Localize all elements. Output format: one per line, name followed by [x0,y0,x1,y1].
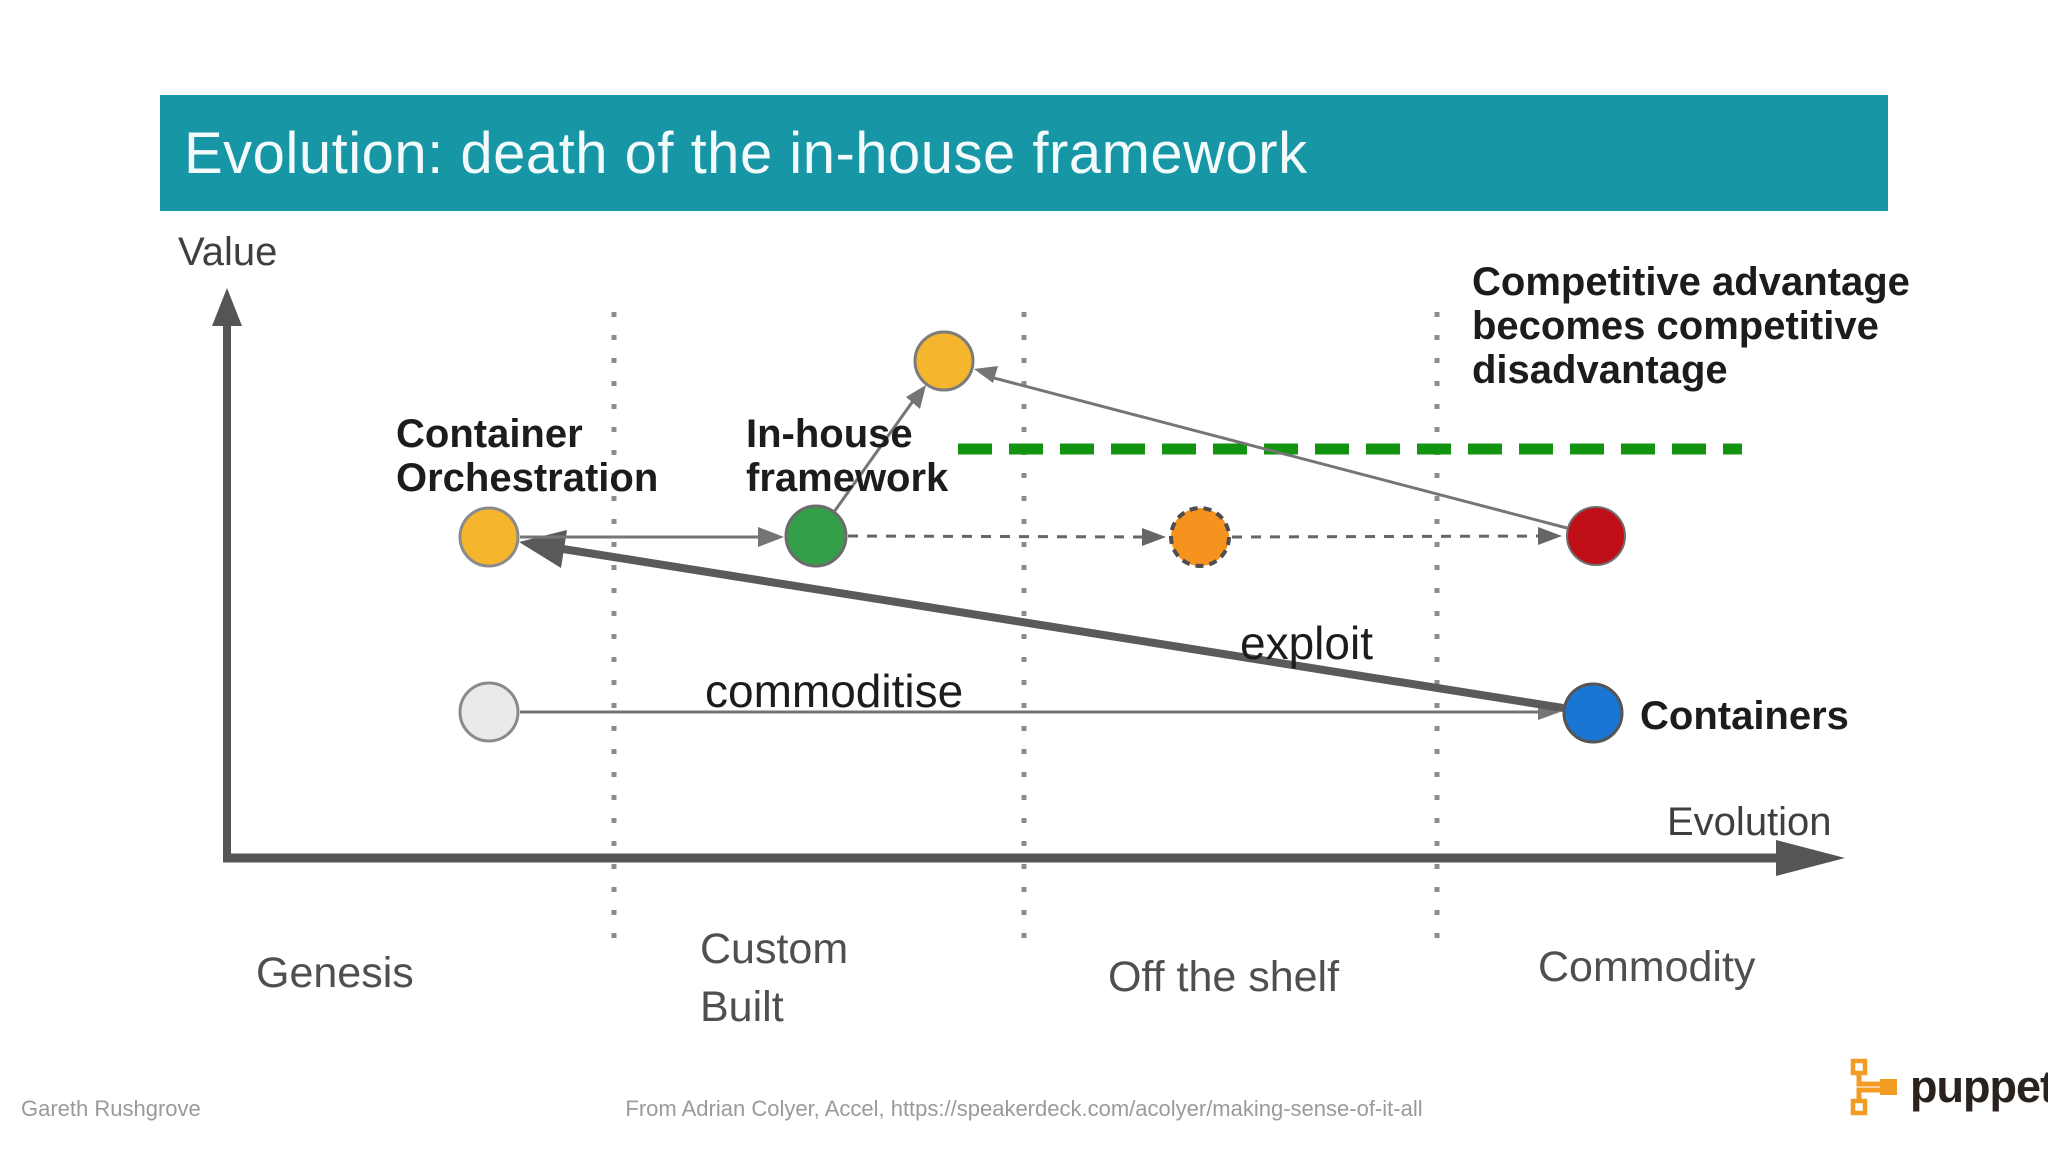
stage-label-genesis: Genesis [256,949,414,997]
node-commodity-copy [1566,506,1626,566]
y-axis-label: Value [178,230,278,274]
edge-exploit [562,545,1564,712]
flow-label-exploit: exploit [1240,617,1373,669]
flow-label-commoditise: commoditise [705,665,964,717]
stage-label-custom-built: Custom Built [700,925,849,1032]
node-genesis-start [458,681,520,743]
label-container-orchestration: Container Orchestration [396,412,659,500]
node-container-orchestration [458,506,520,568]
edge-framework-to-shelf [847,534,1153,539]
slide-title-bar: Evolution: death of the in-house framewo… [160,95,1888,211]
y-axis-arrowhead-icon [212,288,242,326]
footer-attribution: From Adrian Colyer, Accel, https://speak… [625,1096,1423,1121]
node-containers [1562,682,1624,744]
stage-label-off-the-shelf: Off the shelf [1108,953,1340,1001]
edge-exploit-arrowhead-icon [519,530,567,568]
edge-framework-to-peak [832,400,915,513]
puppet-logo-icon [1850,1058,1897,1116]
edge-co-to-framework-arrowhead-icon [758,527,784,547]
label-containers: Containers [1640,694,1849,738]
edge-framework-to-peak-arrowhead-icon [906,385,926,409]
annotation-competitive-advantage: Competitive advantage becomes competitiv… [1472,260,1910,392]
label-in-house-framework: In-house framework [746,412,949,500]
puppet-logo: puppet [1850,1058,2048,1116]
stage-label-commodity: Commodity [1538,943,1756,991]
edge-shelf-to-commodity-arrowhead-icon [1538,527,1562,545]
x-axis-arrowhead-icon [1776,840,1845,876]
node-framework-peak [913,330,975,392]
footer-author: Gareth Rushgrove [21,1096,201,1121]
node-in-house-framework [784,504,848,568]
x-axis-label: Evolution [1667,800,1832,844]
slide-title: Evolution: death of the in-house framewo… [184,120,1308,186]
edge-shelf-to-commodity [1231,534,1549,539]
puppet-logo-wordmark: puppet [1910,1061,2048,1112]
edge-commodity-to-peak-arrowhead-icon [974,366,998,383]
edge-commodity-to-peak [993,376,1568,530]
node-off-the-shelf-copy [1169,506,1231,568]
edge-framework-to-shelf-arrowhead-icon [1142,528,1166,546]
